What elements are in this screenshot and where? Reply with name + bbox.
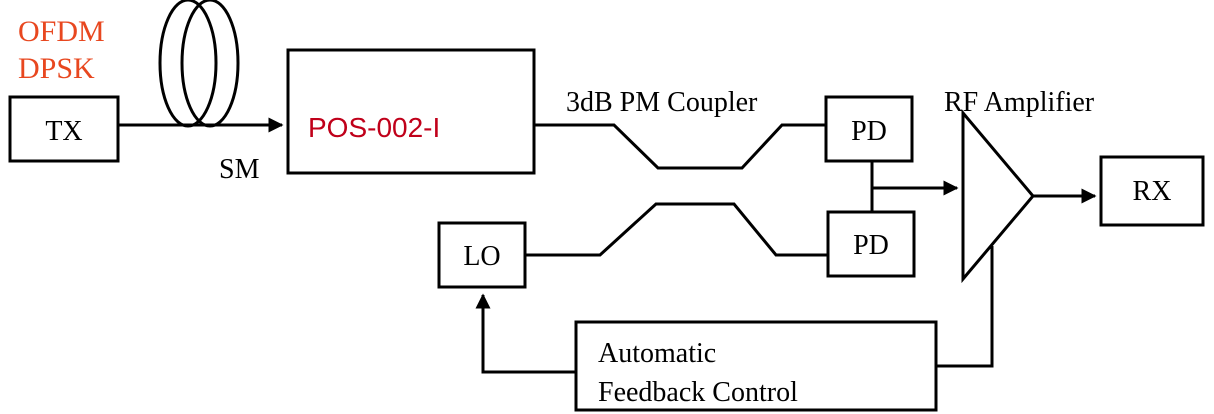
feedback-to-lo-arrow bbox=[475, 293, 576, 374]
coupler-path-lower bbox=[525, 202, 828, 257]
amplifier-to-feedback-line bbox=[936, 246, 994, 368]
fiber-spool-front bbox=[180, 0, 240, 128]
ofdm-label: OFDM bbox=[18, 15, 105, 48]
fiber-spool-back bbox=[158, 0, 218, 128]
pos-box bbox=[286, 48, 536, 175]
pd-top-label: PD bbox=[851, 116, 887, 147]
rx-label: RX bbox=[1133, 176, 1172, 207]
feedback-label-line1: Automatic bbox=[598, 338, 716, 369]
sm-label: SM bbox=[219, 154, 260, 185]
rf-amplifier-label: RF Amplifier bbox=[944, 87, 1095, 118]
rx-box bbox=[1099, 155, 1205, 227]
lo-label: LO bbox=[463, 241, 500, 272]
tx-box bbox=[8, 95, 120, 163]
tx-label: TX bbox=[45, 116, 82, 147]
feedback-label-line2: Feedback Control bbox=[598, 377, 798, 408]
pos-label: POS-002-I bbox=[308, 112, 440, 143]
dpsk-label: DPSK bbox=[18, 52, 95, 85]
pd-bottom-label: PD bbox=[853, 230, 889, 261]
coupler-path-upper bbox=[534, 123, 826, 170]
coupler-label: 3dB PM Coupler bbox=[566, 87, 758, 118]
pd-top-box bbox=[824, 95, 914, 163]
rf-amplifier-triangle bbox=[961, 108, 1035, 284]
